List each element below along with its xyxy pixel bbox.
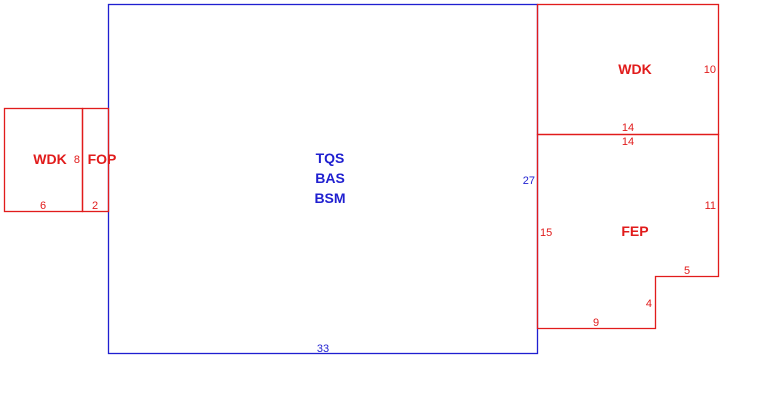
fep-dim-top: 14 bbox=[622, 136, 634, 148]
fep-outline bbox=[536, 133, 720, 330]
main-area-dim-right: 27 bbox=[523, 175, 535, 187]
fep-dim-step-side: 4 bbox=[646, 298, 652, 310]
fop-dim-bottom: 2 bbox=[92, 200, 98, 212]
wdk-left-dim-right: 8 bbox=[74, 154, 80, 166]
main-area-label-2: BAS bbox=[315, 170, 345, 186]
fep-dim-bottom: 9 bbox=[593, 317, 599, 329]
wdk-right-dim-right: 10 bbox=[704, 64, 716, 76]
main-area-label-3: BSM bbox=[314, 190, 345, 206]
fep-dim-left: 15 bbox=[540, 227, 552, 239]
fop-label: FOP bbox=[88, 151, 117, 167]
wdk-right-dim-bottom: 14 bbox=[622, 122, 634, 134]
main-area-label-1: TQS bbox=[316, 150, 345, 166]
fep-dim-right: 11 bbox=[705, 200, 716, 212]
fop-outline bbox=[81, 107, 110, 213]
wdk-left-label: WDK bbox=[33, 151, 66, 167]
fep-dim-step-top: 5 bbox=[684, 265, 690, 277]
wdk-left-dim-bottom: 6 bbox=[40, 200, 46, 212]
fep-label: FEP bbox=[621, 223, 648, 239]
main-area-dim-bottom: 33 bbox=[317, 343, 329, 355]
wdk-right-label: WDK bbox=[618, 61, 651, 77]
